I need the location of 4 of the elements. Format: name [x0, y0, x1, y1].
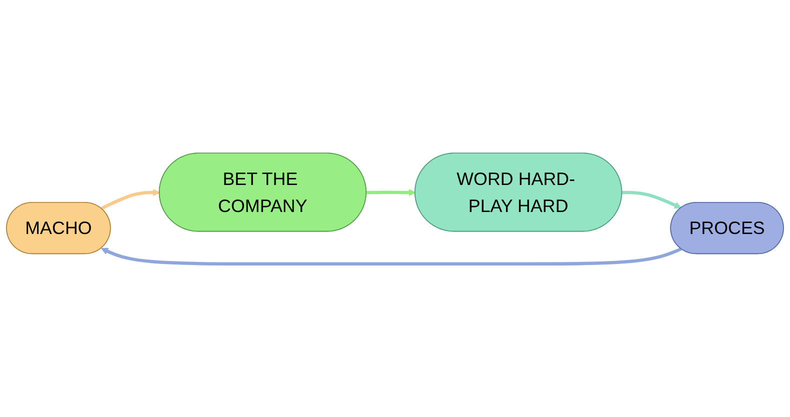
arrow [366, 188, 416, 196]
arrow [100, 188, 160, 210]
arrow [622, 190, 682, 209]
arrow [101, 247, 682, 266]
